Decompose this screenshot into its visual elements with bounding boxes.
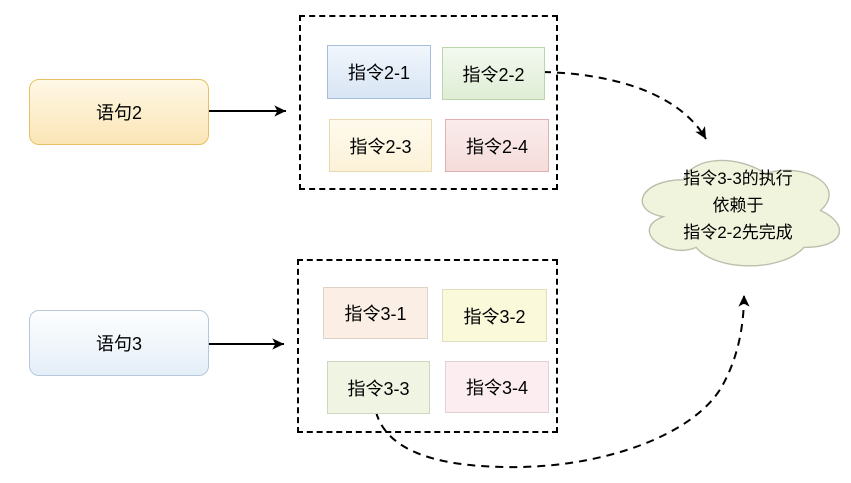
statement2-node: 语句2 <box>29 79 209 145</box>
cloud-text-line2: 依赖于 <box>712 196 764 215</box>
dashed-arrow-instr2-2-to-cloud <box>542 71 707 140</box>
instruction-box-3-2: 指令3-2 <box>442 289 547 342</box>
instruction-box-3-3: 指令3-3 <box>327 361 430 414</box>
instruction-3-4-label: 指令3-4 <box>465 378 528 398</box>
statement3-label: 语句3 <box>95 334 142 354</box>
instruction-2-2-label: 指令2-2 <box>462 64 525 85</box>
instruction-box-2-2: 指令2-2 <box>442 47 545 100</box>
instruction-3-2-label: 指令3-2 <box>463 306 526 327</box>
statement3-instruction-group: 指令3-1 指令3-2 指令3-3 指令3-4 <box>297 259 558 433</box>
statement2-label: 语句2 <box>95 103 142 123</box>
instruction-box-2-1: 指令2-1 <box>327 45 431 99</box>
cloud-text-line3: 指令2-2先完成 <box>683 223 793 242</box>
instruction-3-3-label: 指令3-3 <box>347 378 410 399</box>
cloud-annotation-text: 指令3-3的执行 依赖于 指令2-2先完成 <box>628 165 848 246</box>
instruction-3-1-label: 指令3-1 <box>344 304 407 324</box>
instruction-2-1-label: 指令2-1 <box>347 63 410 83</box>
statement3-node: 语句3 <box>29 310 209 376</box>
cloud-text-line1: 指令3-3的执行 <box>683 169 793 188</box>
instruction-box-3-1: 指令3-1 <box>323 287 428 339</box>
statement2-instruction-group: 指令2-1 指令2-2 指令2-3 指令2-4 <box>299 15 558 190</box>
instruction-2-4-label: 指令2-4 <box>465 136 528 157</box>
instruction-box-2-3: 指令2-3 <box>329 119 432 172</box>
instruction-box-3-4: 指令3-4 <box>445 361 549 413</box>
instruction-2-3-label: 指令2-3 <box>349 136 412 157</box>
instruction-box-2-4: 指令2-4 <box>445 119 549 172</box>
